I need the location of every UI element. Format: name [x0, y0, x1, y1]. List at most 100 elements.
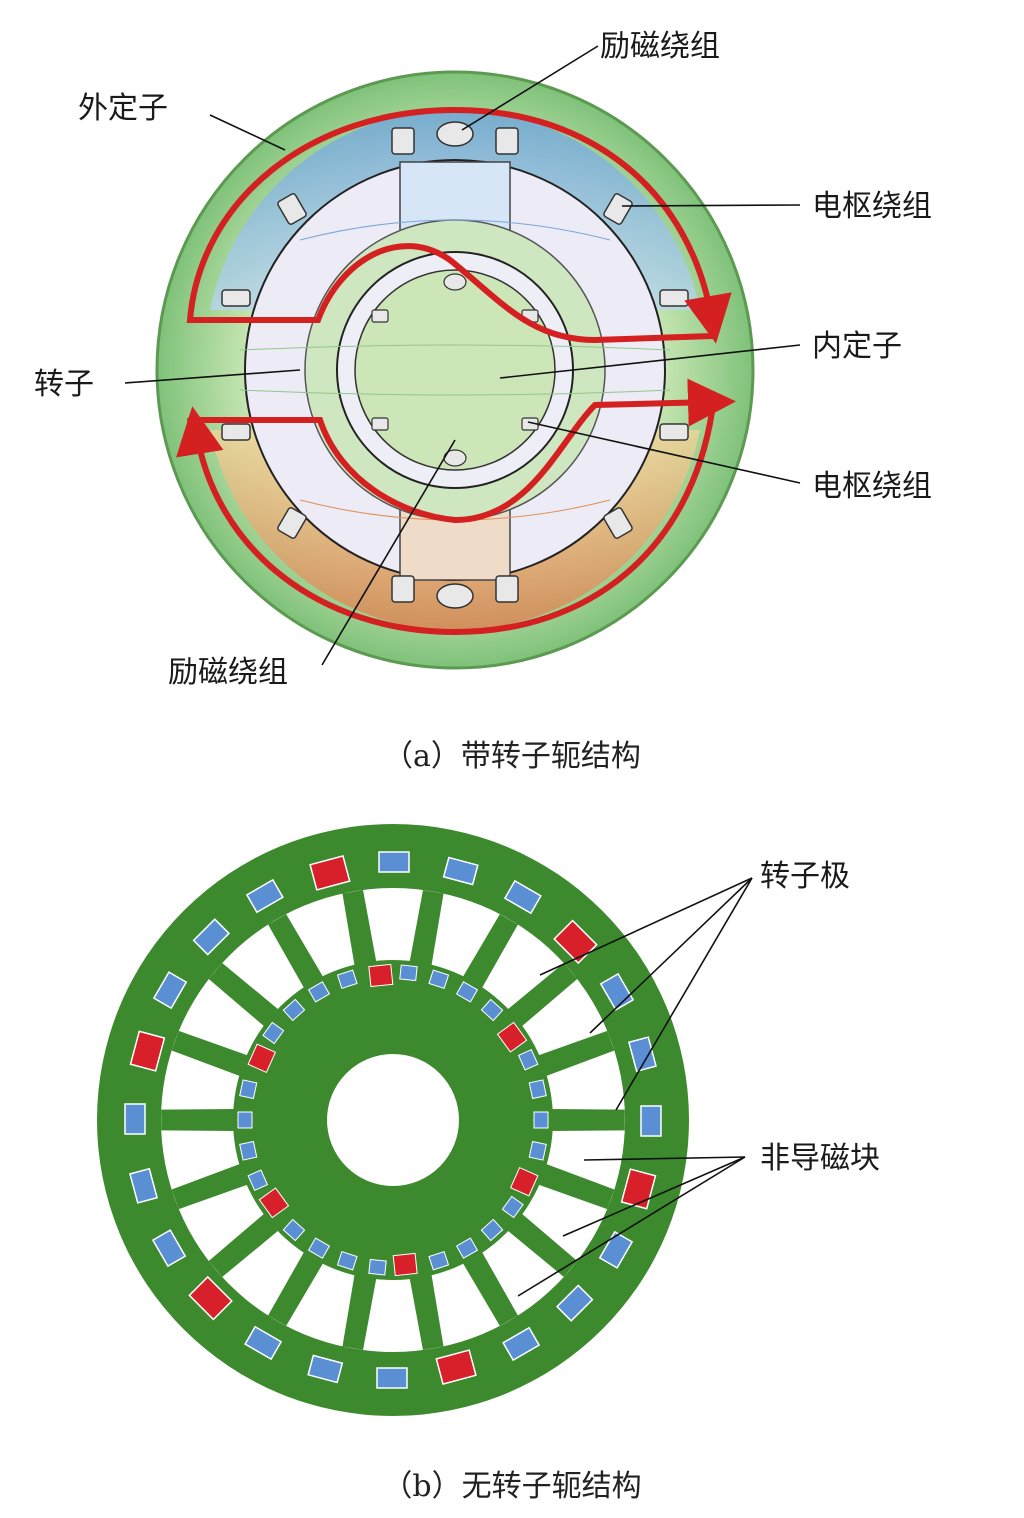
- armature-coil: [628, 1036, 657, 1073]
- rotor-pole-segment: [506, 1212, 578, 1277]
- flux-path-bottom: [187, 378, 736, 524]
- armature-coil: [533, 1111, 549, 1129]
- field-coil: [435, 1349, 477, 1385]
- caption-b: （b）无转子轭结构: [382, 1469, 641, 1504]
- rotor-pole-segment: [208, 963, 280, 1028]
- slot: [659, 423, 689, 441]
- label-rotor-pole: 转子极: [760, 859, 850, 894]
- slot: [436, 121, 474, 147]
- slot: [443, 273, 467, 291]
- label-non-magnetic-block: 非导磁块: [760, 1141, 880, 1176]
- armature-coil: [442, 856, 479, 886]
- slot: [659, 289, 689, 307]
- field-coil: [368, 963, 394, 988]
- rotor-pole-segment: [506, 963, 578, 1028]
- shaft-hole: [327, 1054, 459, 1186]
- label-outer-stator: 外定子: [78, 91, 168, 126]
- bottom-flux-region: [210, 430, 700, 631]
- flux-path-bottom-loop: [176, 406, 715, 636]
- rotor-pole-segment: [342, 1273, 377, 1351]
- armature-coil: [282, 1218, 306, 1242]
- field-coil: [129, 1030, 166, 1072]
- rotor-pole-segment: [537, 1163, 615, 1210]
- rotor-pole-segment: [462, 914, 518, 990]
- leader-lines-b: [517, 877, 753, 1297]
- slot: [371, 309, 389, 323]
- rotor-pole-segment: [537, 1030, 615, 1077]
- label-rotor: 转子: [34, 367, 94, 402]
- label-inner-stator: 内定子: [812, 329, 902, 364]
- armature-coil: [555, 1284, 594, 1322]
- armature-coil: [307, 981, 331, 1003]
- armature-coil: [378, 851, 410, 873]
- figure-b: 转子极 非导磁块 （b）无转子轭结构: [97, 824, 880, 1504]
- armature-coil: [239, 1079, 258, 1100]
- armature-coil: [129, 1167, 158, 1204]
- armature-coil: [480, 998, 504, 1022]
- caption-a: （a）带转子轭结构: [383, 739, 641, 774]
- armature-coil: [599, 972, 635, 1011]
- armature-coil: [237, 1111, 253, 1129]
- slot: [221, 423, 251, 441]
- flux-path-top: [186, 106, 732, 344]
- slot: [495, 575, 519, 603]
- armature-coil: [528, 1079, 547, 1100]
- armature-coil: [640, 1105, 662, 1137]
- slot: [277, 507, 307, 539]
- armature-coil: [262, 1021, 285, 1045]
- armature-coil: [336, 1250, 358, 1271]
- armature-coil: [376, 1367, 408, 1389]
- armature-coil: [455, 1237, 479, 1259]
- armature-coil: [455, 981, 479, 1003]
- rotor-pole-segment: [171, 1030, 249, 1077]
- rotor-pole-segment: [208, 1212, 280, 1277]
- armature-coil: [368, 1258, 387, 1276]
- slot: [221, 289, 251, 307]
- outer-coils: [124, 851, 662, 1389]
- armature-coil: [282, 998, 306, 1022]
- armature-coil: [244, 1325, 283, 1361]
- top-flux-region: [210, 109, 700, 310]
- field-coil: [496, 1021, 528, 1053]
- armature-coil: [152, 971, 188, 1010]
- armature-coil: [598, 1230, 634, 1269]
- armature-coil: [336, 969, 358, 990]
- rotor-pole-segment: [342, 889, 377, 967]
- armature-coil: [307, 1237, 331, 1259]
- field-coil: [392, 1252, 418, 1277]
- leader-lines: [124, 45, 801, 666]
- armature-coil: [428, 969, 450, 990]
- armature-coil: [151, 1229, 187, 1268]
- armature-coil: [501, 1195, 524, 1219]
- armature-coil: [480, 1218, 504, 1242]
- label-field-winding-bottom: 励磁绕组: [168, 655, 288, 690]
- rotor-pole-segment: [161, 1108, 236, 1132]
- rotor-pole-segment: [268, 914, 324, 990]
- armature-coil: [239, 1140, 258, 1161]
- flux-path-arrows: [176, 106, 736, 636]
- slot: [277, 193, 307, 225]
- label-armature-winding-top: 电枢绕组: [812, 189, 932, 224]
- rotor-pole-segment: [462, 1250, 518, 1326]
- armature-coil: [124, 1103, 146, 1135]
- slot: [371, 417, 389, 431]
- slot: [391, 575, 415, 603]
- field-coil: [309, 855, 351, 891]
- rotor-pole-segment: [409, 889, 444, 967]
- armature-coil: [502, 1326, 541, 1362]
- armature-coil: [192, 918, 231, 956]
- slot: [603, 507, 633, 539]
- armature-coil: [503, 879, 542, 915]
- slot: [436, 583, 474, 609]
- rotor-pole-segment: [171, 1163, 249, 1210]
- armature-coil: [307, 1354, 344, 1384]
- label-field-winding-top: 励磁绕组: [600, 29, 720, 64]
- field-coil: [188, 1275, 233, 1321]
- armature-coil: [517, 1048, 539, 1071]
- rotor-pole-segment: [268, 1250, 324, 1326]
- armature-coil: [428, 1250, 450, 1271]
- field-coil: [258, 1187, 290, 1219]
- field-coil: [247, 1043, 277, 1074]
- inner-coils: [237, 963, 549, 1277]
